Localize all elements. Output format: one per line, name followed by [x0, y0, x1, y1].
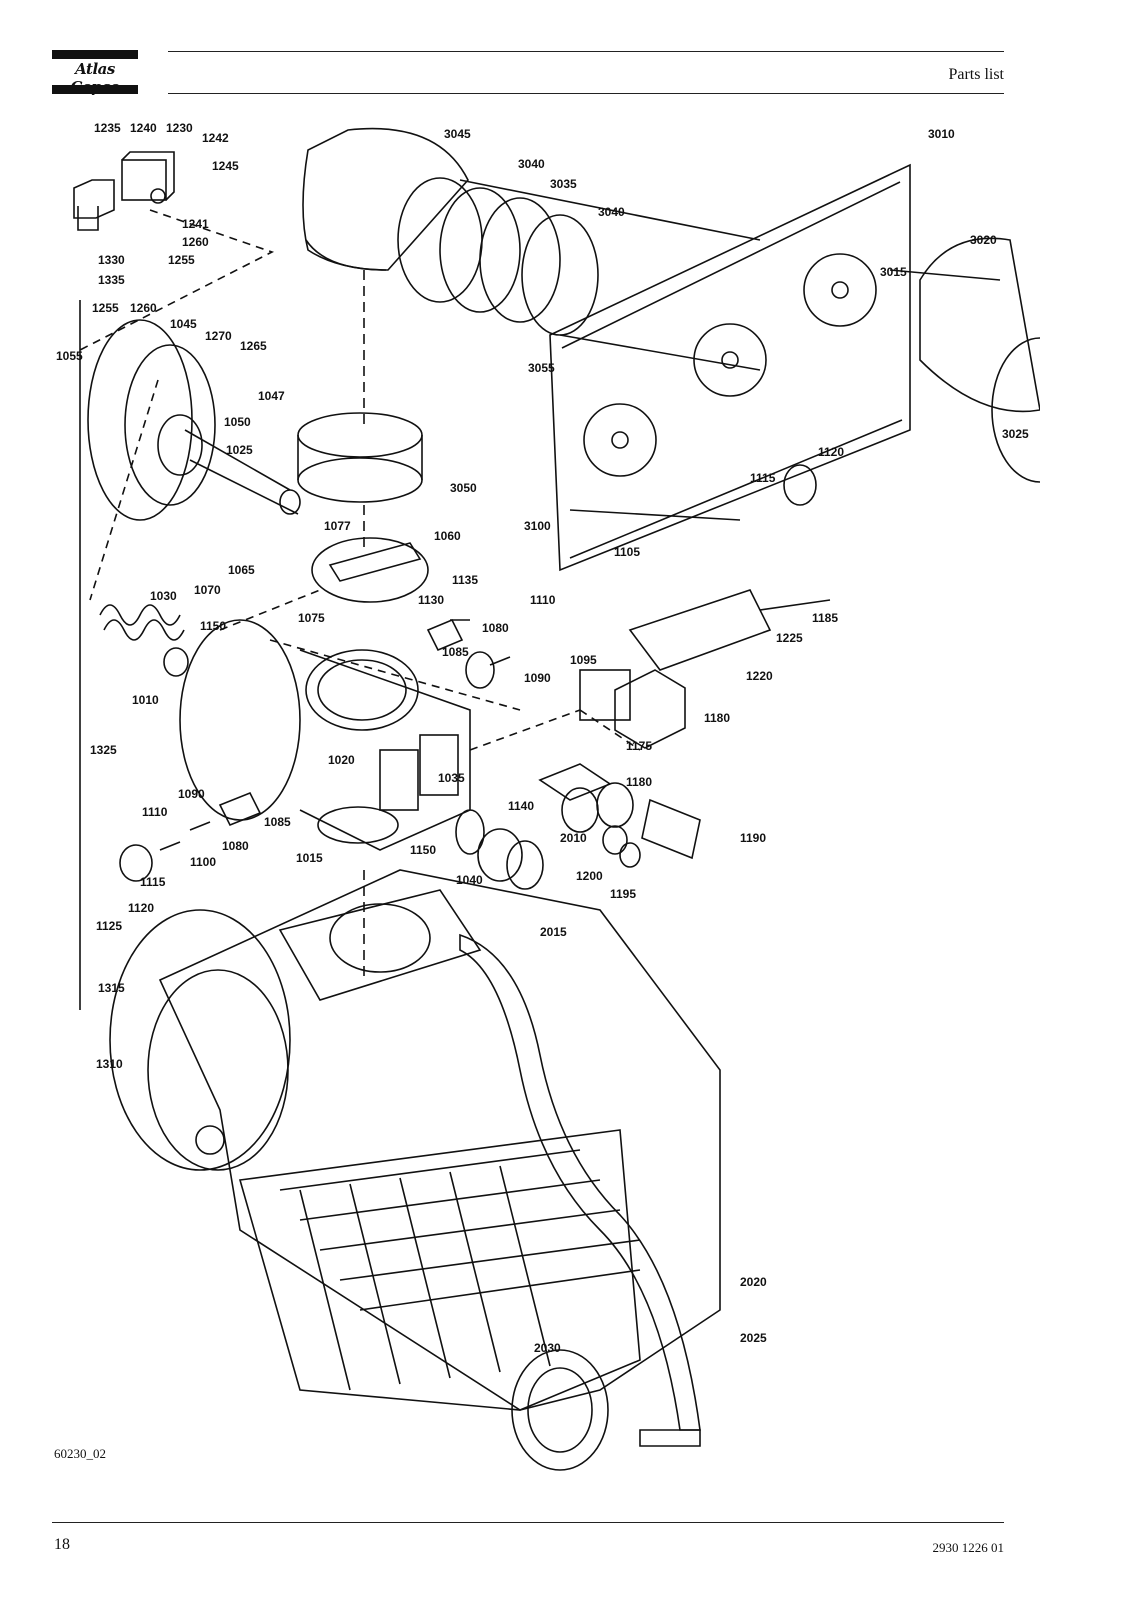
- document-number: 2930 1226 01: [932, 1540, 1005, 1555]
- callout-1045: 1045: [170, 317, 197, 331]
- callout-3025: 3025: [1002, 427, 1029, 441]
- callout-1325: 1325: [90, 743, 117, 757]
- callout-1330: 1330: [98, 253, 125, 267]
- callout-3045: 3045: [444, 127, 471, 141]
- callout-1230: 1230: [166, 121, 193, 135]
- callout-1150: 1150: [410, 843, 436, 857]
- callout-1115: 1115: [750, 471, 776, 485]
- callout-1220: 1220: [746, 669, 773, 683]
- logo-bar-bottom: [52, 85, 138, 94]
- callout-3015: 3015: [880, 265, 907, 279]
- callout-1090: 1090: [178, 787, 205, 801]
- callout-1080: 1080: [222, 839, 249, 853]
- callout-1047: 1047: [258, 389, 285, 403]
- callout-2025: 2025: [740, 1331, 767, 1345]
- callout-1270: 1270: [205, 329, 232, 343]
- callout-1110: 1110: [530, 593, 556, 607]
- logo-bar-top: [52, 50, 138, 59]
- callout-1265: 1265: [240, 339, 267, 353]
- callout-1260: 1260: [130, 301, 157, 315]
- callout-1195: 1195: [610, 887, 636, 901]
- callout-1085: 1085: [264, 815, 291, 829]
- callout-1130: 1130: [418, 593, 444, 607]
- callout-1075: 1075: [298, 611, 325, 625]
- callout-1010: 1010: [132, 693, 159, 707]
- drawing-number: 60230_02: [54, 1446, 106, 1461]
- callout-1110: 1110: [142, 805, 168, 819]
- callout-1055: 1055: [56, 349, 83, 363]
- callout-1120: 1120: [818, 445, 844, 459]
- callout-2010: 2010: [560, 831, 587, 845]
- callout-1310: 1310: [96, 1057, 123, 1071]
- callout-1190: 1190: [740, 831, 766, 845]
- callout-1050: 1050: [224, 415, 251, 429]
- callout-1025: 1025: [226, 443, 253, 457]
- callout-1240: 1240: [130, 121, 157, 135]
- callout-3055: 3055: [528, 361, 555, 375]
- callout-1255: 1255: [168, 253, 195, 267]
- callout-1040: 1040: [456, 873, 483, 887]
- header-rule-top: [168, 51, 1004, 52]
- callout-3020: 3020: [970, 233, 997, 247]
- callout-1235: 1235: [94, 121, 121, 135]
- callout-1030: 1030: [150, 589, 177, 603]
- callout-3050: 3050: [450, 481, 477, 495]
- callout-1035: 1035: [438, 771, 465, 785]
- callout-2030: 2030: [534, 1341, 561, 1355]
- line-art: [73, 127, 1040, 1471]
- callout-1180: 1180: [626, 775, 652, 789]
- callout-1255: 1255: [92, 301, 119, 315]
- page-number: 18: [54, 1536, 70, 1553]
- callout-1020: 1020: [328, 753, 355, 767]
- callout-1125: 1125: [96, 919, 122, 933]
- callout-labels: 1235 1240 1230 1242 1245 1241 1260 1255 1330 1335…: [56, 121, 1029, 1355]
- callout-1077: 1077: [324, 519, 351, 533]
- callout-2020: 2020: [740, 1275, 767, 1289]
- callout-3010: 3010: [928, 127, 955, 141]
- callout-1200: 1200: [576, 869, 603, 883]
- callout-1241: 1241: [182, 217, 209, 231]
- callout-1185: 1185: [812, 611, 838, 625]
- callout-1335: 1335: [98, 273, 125, 287]
- callout-1260: 1260: [182, 235, 209, 249]
- atlas-copco-logo: Atlas Copco: [52, 50, 138, 96]
- callout-1090: 1090: [524, 671, 551, 685]
- callout-3100: 3100: [524, 519, 551, 533]
- callout-1180: 1180: [704, 711, 730, 725]
- callout-1135: 1135: [452, 573, 478, 587]
- callout-1060: 1060: [434, 529, 461, 543]
- exploded-parts-diagram: 1235 1240 1230 1242 1245 1241 1260 1255 1330 1335…: [40, 110, 1040, 1480]
- callout-1242: 1242: [202, 131, 229, 145]
- callout-1095: 1095: [570, 653, 597, 667]
- callout-1070: 1070: [194, 583, 221, 597]
- callout-1085: 1085: [442, 645, 469, 659]
- callout-1100: 1100: [190, 855, 216, 869]
- callout-1080: 1080: [482, 621, 509, 635]
- diagram-svg: 1235 1240 1230 1242 1245 1241 1260 1255 1330 1335…: [56, 121, 1040, 1471]
- footer-rule: [52, 1522, 1004, 1523]
- callout-1115: 1115: [140, 875, 166, 889]
- page-title: Parts list: [948, 66, 1004, 83]
- callout-3040: 3040: [598, 205, 625, 219]
- callout-1120: 1120: [128, 901, 154, 915]
- callout-1175: 1175: [626, 739, 652, 753]
- callout-1105: 1105: [614, 545, 640, 559]
- callout-1150: 1150: [200, 619, 226, 633]
- callout-1225: 1225: [776, 631, 803, 645]
- callout-1140: 1140: [508, 799, 534, 813]
- header-rule-bottom: [168, 93, 1004, 94]
- callout-1015: 1015: [296, 851, 323, 865]
- callout-1315: 1315: [98, 981, 125, 995]
- callout-2015: 2015: [540, 925, 567, 939]
- callout-3040: 3040: [518, 157, 545, 171]
- callout-1245: 1245: [212, 159, 239, 173]
- callout-1065: 1065: [228, 563, 255, 577]
- callout-3035: 3035: [550, 177, 577, 191]
